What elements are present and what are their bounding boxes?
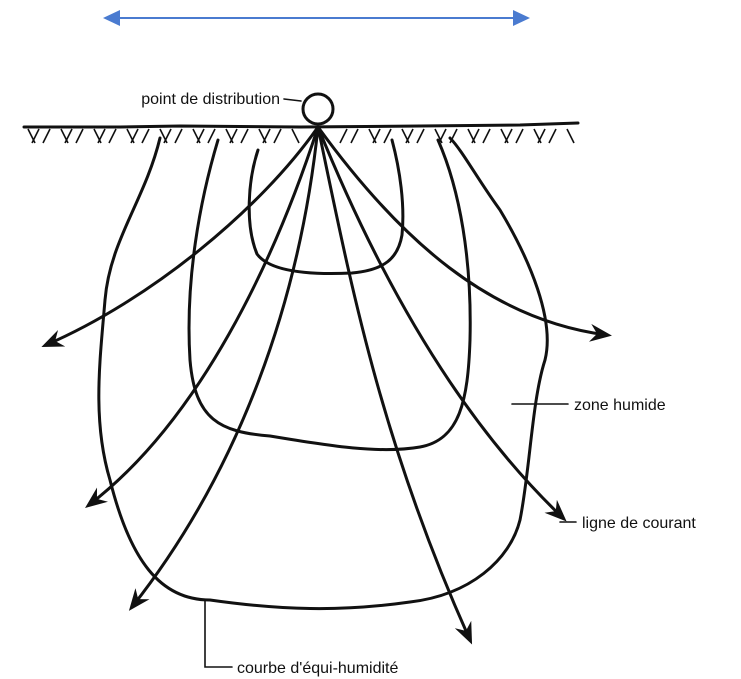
width-arrow-right-head [513,10,530,26]
iso-moisture-curves [99,138,547,609]
hatch-stroke [534,129,541,143]
hatch-stroke [160,129,167,143]
hatch-stroke [402,129,409,143]
hatch-stroke [516,129,523,143]
hatch-stroke [197,129,204,143]
hatch-stroke [292,129,299,143]
hatch-stroke [175,129,182,143]
hatch-stroke [351,129,358,143]
hatch-stroke [193,129,200,143]
hatch-stroke [142,129,149,143]
hatch-stroke [76,129,83,143]
distribution-point-emitter [303,94,333,124]
hatch-stroke [131,129,138,143]
distribution-point-leader [284,99,301,101]
width-arrow-left-head [103,10,120,26]
hatch-stroke [226,129,233,143]
hatch-stroke [567,129,574,143]
hatch-stroke [501,129,508,143]
hatch-stroke [61,129,68,143]
hatch-stroke [340,129,347,143]
hatch-stroke [549,129,556,143]
hatch-stroke [241,129,248,143]
hatch-stroke [208,129,215,143]
hatch-stroke [43,129,50,143]
flow-line-3 [132,127,318,607]
hatch-stroke [439,129,446,143]
width-double-arrow [103,10,530,26]
ground-surface [24,123,578,143]
hatch-stroke [164,129,171,143]
hatch-stroke [109,129,116,143]
hatch-stroke [259,129,266,143]
flow-line-5 [318,127,563,518]
hatch-stroke [406,129,413,143]
hatch-stroke [274,129,281,143]
hatch-stroke [417,129,424,143]
hatch-stroke [230,129,237,143]
hatch-stroke [505,129,512,143]
hatch-stroke [32,129,39,143]
ground-hatching [28,129,574,143]
hatch-stroke [369,129,376,143]
hatch-stroke [127,129,134,143]
hatch-stroke [28,129,35,143]
hatch-stroke [98,129,105,143]
flow-line-label: ligne de courant [582,515,696,532]
hatch-stroke [373,129,380,143]
flow-line-2 [89,127,318,505]
hatch-stroke [483,129,490,143]
hatch-stroke [263,129,270,143]
hatch-stroke [472,129,479,143]
distribution-point-label: point de distribution [141,91,280,108]
wet-zone-label: zone humide [574,397,666,414]
flow-lines [46,127,607,640]
flow-line-4 [318,127,470,640]
hatch-stroke [538,129,545,143]
iso-curve-outer [99,138,547,609]
iso-moisture-curve-leader [205,600,232,667]
hatch-stroke [65,129,72,143]
hatch-stroke [384,129,391,143]
hatch-stroke [468,129,475,143]
iso-moisture-curve-label: courbe d'équi-humidité [237,660,398,677]
hatch-stroke [94,129,101,143]
